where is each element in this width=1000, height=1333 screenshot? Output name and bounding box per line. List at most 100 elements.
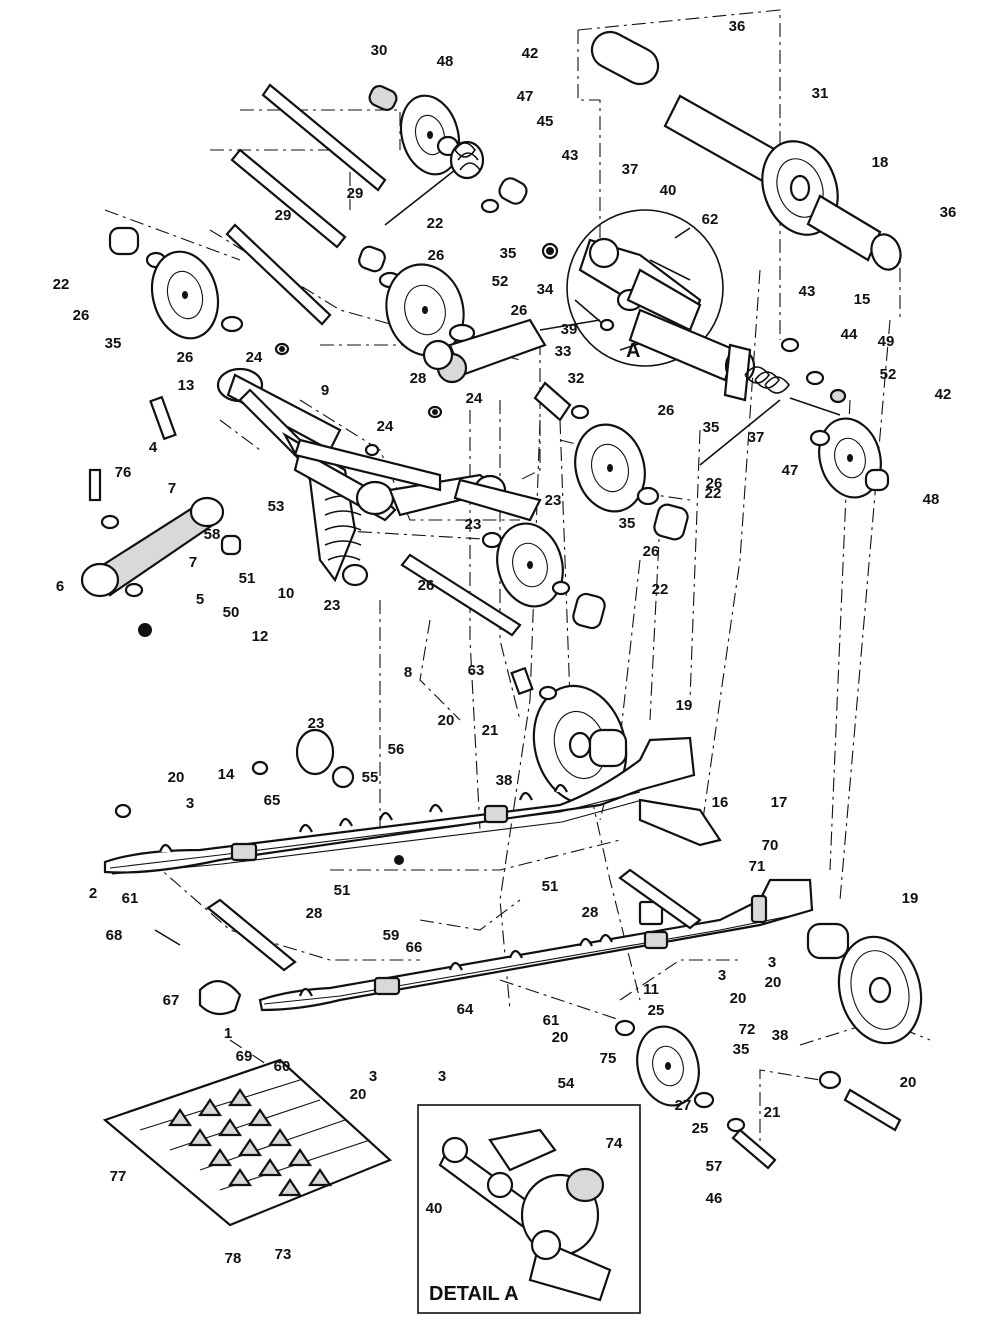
callout-78: 78 [225,1250,242,1267]
callout-53: 53 [268,498,285,515]
callout-10: 10 [278,585,295,602]
callout-71: 71 [749,858,766,875]
callout-16: 16 [712,794,729,811]
callout-12: 12 [252,628,269,645]
callout-35: 35 [619,515,636,532]
callout-26: 26 [706,475,723,492]
callout-20: 20 [168,769,185,786]
callout-39: 39 [561,321,578,338]
callout-42: 42 [935,386,952,403]
callout-26: 26 [643,543,660,560]
callout-30: 30 [371,42,388,59]
callout-40: 40 [426,1200,443,1217]
callout-18: 18 [872,154,889,171]
shock-absorber [422,318,601,384]
callout-29: 29 [347,185,364,202]
callout-26: 26 [511,302,528,319]
callout-5: 5 [196,591,204,608]
callout-20: 20 [438,712,455,729]
callout-59: 59 [383,927,400,944]
callout-40: 40 [660,182,677,199]
callout-60: 60 [274,1058,291,1075]
callout-22: 22 [53,276,70,293]
callout-22: 22 [652,581,669,598]
callout-32: 32 [568,370,585,387]
callout-37: 37 [748,429,765,446]
callout-19: 19 [676,697,693,714]
callout-57: 57 [706,1158,723,1175]
rear-wheel-lower [614,922,923,1170]
callout-29: 29 [275,207,292,224]
slide-rail-right [258,798,814,1012]
callout-19: 19 [902,890,919,907]
callout-3: 3 [438,1068,446,1085]
callout-4: 4 [149,439,158,456]
callout-3: 3 [369,1068,377,1085]
callout-3: 3 [718,967,726,984]
callout-20: 20 [730,990,747,1007]
callout-14: 14 [218,766,235,783]
callout-9: 9 [321,382,329,399]
callout-7: 7 [189,554,197,571]
callout-49: 49 [878,333,895,350]
track-section [102,1058,393,1227]
callout-69: 69 [236,1048,253,1065]
callout-44: 44 [841,326,858,343]
callout-3: 3 [186,795,194,812]
callout-56: 56 [388,741,405,758]
callout-23: 23 [308,715,325,732]
callout-75: 75 [600,1050,617,1067]
callout-20: 20 [350,1086,367,1103]
detail-a-caption: DETAIL A [429,1283,519,1305]
callout-43: 43 [562,147,579,164]
callout-72: 72 [739,1021,756,1038]
callout-17: 17 [771,794,788,811]
callout-55: 55 [362,769,379,786]
lower-shafts [154,868,702,1016]
callout-42: 42 [522,45,539,62]
callout-26: 26 [418,577,435,594]
callout-51: 51 [239,570,256,587]
callout-26: 26 [73,307,90,324]
callout-13: 13 [178,377,195,394]
callout-37: 37 [622,161,639,178]
callout-11: 11 [643,981,659,998]
callout-21: 21 [482,722,499,739]
callout-24: 24 [377,418,394,435]
front-link [80,395,242,637]
callout-28: 28 [410,370,427,387]
callout-35: 35 [733,1041,750,1058]
callout-35: 35 [703,419,720,436]
callout-38: 38 [496,772,513,789]
callout-73: 73 [275,1246,292,1263]
rear-wheel-upper [510,666,628,806]
callout-36: 36 [729,18,746,35]
callout-35: 35 [105,335,122,352]
idler-wheels-upper [108,84,528,357]
callout-46: 46 [706,1190,723,1207]
callout-43: 43 [799,283,816,300]
callout-36: 36 [940,204,957,221]
callout-25: 25 [648,1002,665,1019]
callout-74: 74 [606,1135,623,1152]
callout-24: 24 [246,349,263,366]
callout-77: 77 [110,1168,127,1185]
callout-68: 68 [106,927,123,944]
callout-64: 64 [457,1001,474,1018]
callout-3: 3 [768,954,776,971]
callout-15: 15 [854,291,871,308]
callout-62: 62 [702,211,719,228]
callout-26: 26 [658,402,675,419]
callout-54: 54 [558,1075,575,1092]
callout-20: 20 [765,974,782,991]
rear-axle-assembly [590,30,902,271]
callout-65: 65 [264,792,281,809]
callout-70: 70 [762,837,779,854]
callout-47: 47 [517,88,534,105]
callout-51: 51 [334,882,351,899]
callout-23: 23 [324,597,341,614]
callout-61: 61 [122,890,139,907]
callout-8: 8 [404,664,412,681]
